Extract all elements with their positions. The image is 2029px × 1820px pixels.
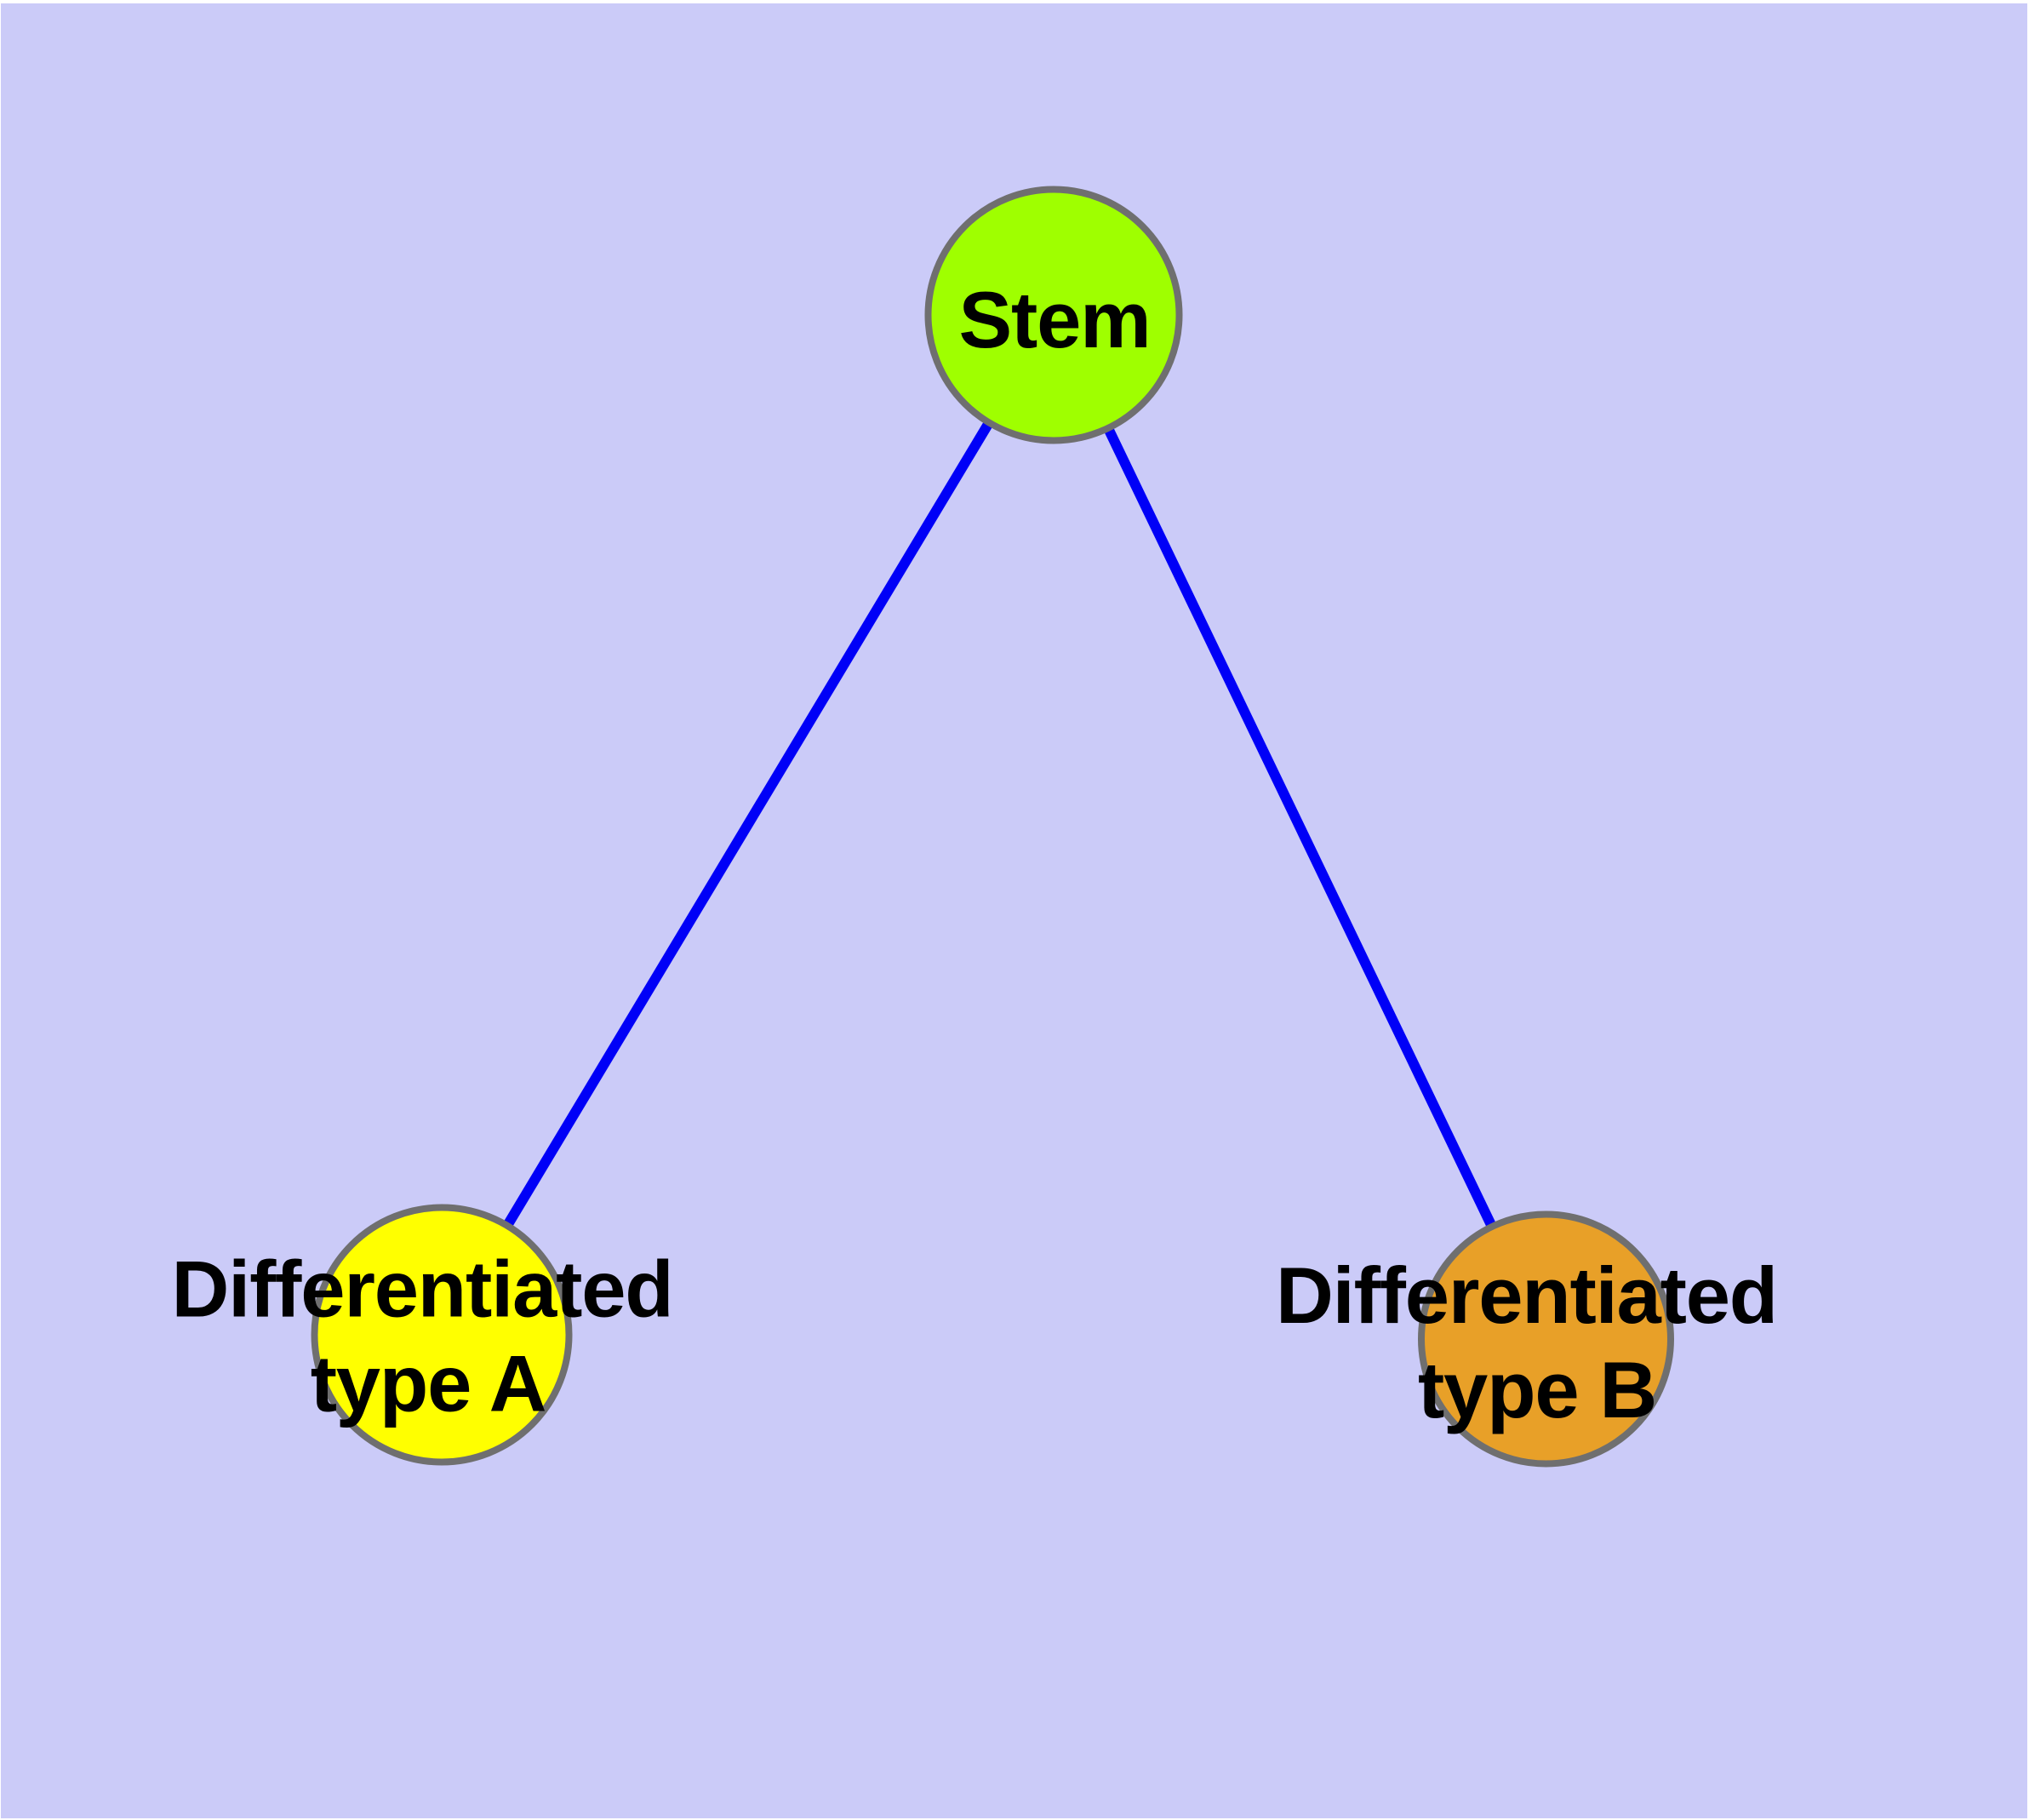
svg-text:Differentiated: Differentiated: [1276, 1251, 1777, 1340]
svg-text:Differentiated: Differentiated: [171, 1245, 672, 1334]
svg-text:Stem: Stem: [958, 275, 1150, 364]
svg-text:type A: type A: [311, 1339, 546, 1428]
svg-text:type B: type B: [1418, 1345, 1656, 1434]
